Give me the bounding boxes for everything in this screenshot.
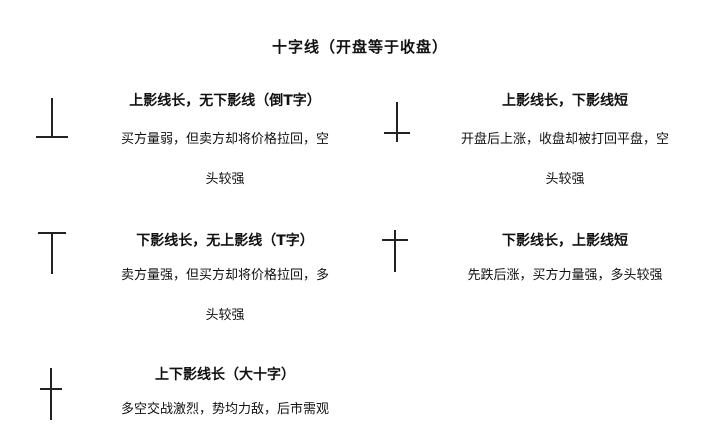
long-lower-cross-icon: [382, 230, 408, 272]
item-text-inverted-t: 买方量弱，但卖方却将价格拉回，空 头较强: [120, 132, 329, 187]
item-text-long-lower: 先跌后涨，买方力量强，多头较强: [467, 268, 663, 283]
item-heading-big-cross: 上下影线长（大十字）: [155, 367, 295, 383]
big-cross-icon: [40, 368, 62, 420]
page-title: 十字线（开盘等于收盘）: [271, 38, 448, 56]
item-text-t: 卖方量强，但买方却将价格拉回，多 头较强: [120, 268, 329, 323]
item-heading-inverted-t: 上影线长，无下影线（倒T字）: [129, 93, 321, 109]
inverted-t-cross-icon: [36, 96, 68, 140]
item-heading-long-lower: 下影线长，上影线短: [502, 233, 628, 249]
t-cross-icon: [38, 232, 66, 274]
item-heading-t: 下影线长，无上影线（T字）: [136, 233, 314, 249]
item-text-long-upper: 开盘后上涨，收盘却被打回平盘，空 头较强: [460, 132, 669, 187]
long-upper-cross-icon: [384, 102, 410, 142]
item-heading-long-upper: 上影线长，下影线短: [502, 93, 628, 109]
item-text-big-cross: 多空交战激烈，势均力敌，后市需观: [120, 402, 329, 417]
